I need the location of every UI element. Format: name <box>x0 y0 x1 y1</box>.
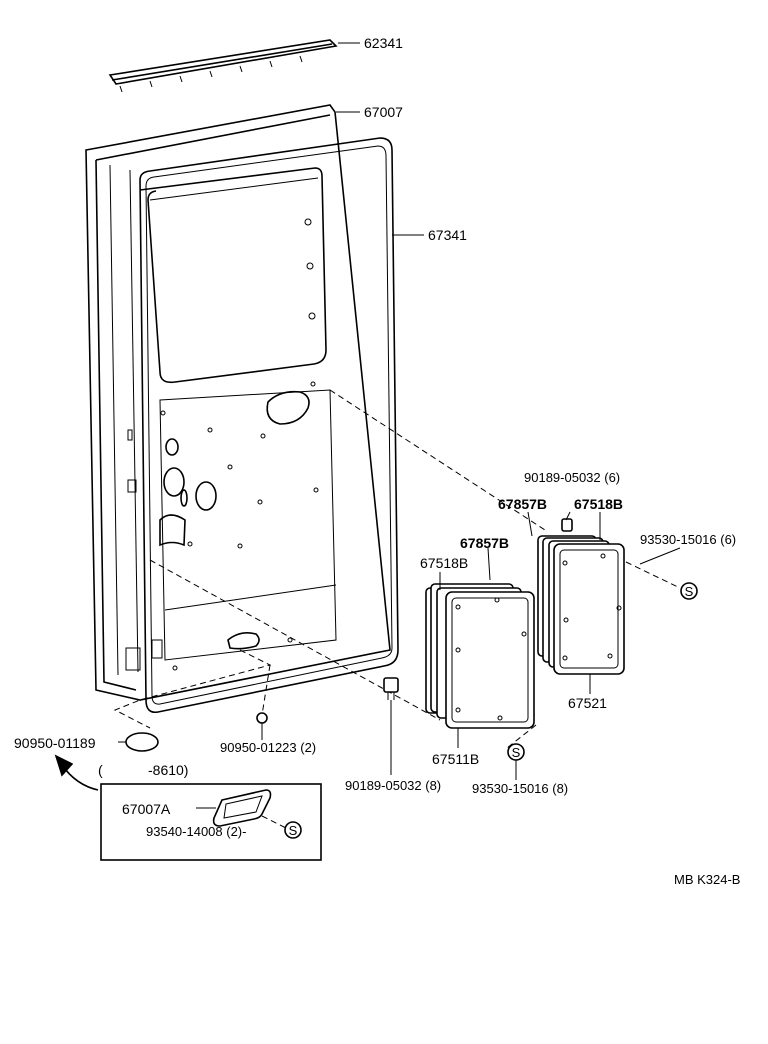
label-8610: -8610) <box>148 762 188 778</box>
label-67007A: 67007A <box>122 801 171 817</box>
label-90950-01189: 90950-01189 <box>14 735 96 751</box>
label-93540-14008: 93540-14008 (2)- <box>146 824 246 839</box>
label-67518B-right: 67518B <box>574 496 623 512</box>
label-67857B-left: 67857B <box>460 535 509 551</box>
svg-text:S: S <box>685 584 694 599</box>
dash-upper <box>329 389 546 531</box>
screw-symbol-inset: S <box>284 821 302 839</box>
label-67511B: 67511B <box>432 751 479 767</box>
seal-67007A <box>212 789 272 827</box>
leader-93530-6 <box>639 547 681 565</box>
svg-text:S: S <box>512 745 521 760</box>
dash-93540 <box>261 815 287 829</box>
screw-symbol-left: S <box>506 724 537 761</box>
screw-symbol-right: S <box>625 561 698 600</box>
label-90950-01223: 90950-01223 (2) <box>220 740 316 755</box>
label-90189-05032-6: 90189-05032 (6) <box>524 470 620 485</box>
label-67857B-right: 67857B <box>498 496 547 512</box>
svg-text:S: S <box>289 823 298 838</box>
label-67518B-left: 67518B <box>420 555 468 571</box>
label-62341: 62341 <box>364 35 403 51</box>
plug-90950-01189 <box>125 732 159 752</box>
service-hole-cover-right <box>537 518 625 675</box>
leader-67857B-r <box>527 511 533 537</box>
dash-plug <box>113 649 272 729</box>
label-93530-15016-6: 93530-15016 (6) <box>640 532 736 547</box>
dash-clip <box>261 664 271 716</box>
label-93530-15016-8: 93530-15016 (8) <box>472 781 568 796</box>
dash-lower <box>149 559 441 721</box>
door-panel-67007 <box>85 104 391 701</box>
weatherstrip-62341 <box>108 39 338 93</box>
label-67007: 67007 <box>364 104 403 120</box>
service-hole-cover-left <box>425 583 535 729</box>
leader-90189-6 <box>565 511 571 521</box>
label-67521: 67521 <box>568 695 607 711</box>
label-8610-open: ( <box>98 762 103 778</box>
leader-67857B-l <box>487 547 491 581</box>
label-67341: 67341 <box>428 227 467 243</box>
clip-90950-01223 <box>256 712 268 730</box>
clip-90189-left <box>383 677 399 700</box>
door-seal-67341 <box>139 137 399 714</box>
inset-box <box>100 783 322 861</box>
label-90189-05032-8: 90189-05032 (8) <box>345 778 441 793</box>
figure-code: MB K324-B <box>674 872 740 887</box>
